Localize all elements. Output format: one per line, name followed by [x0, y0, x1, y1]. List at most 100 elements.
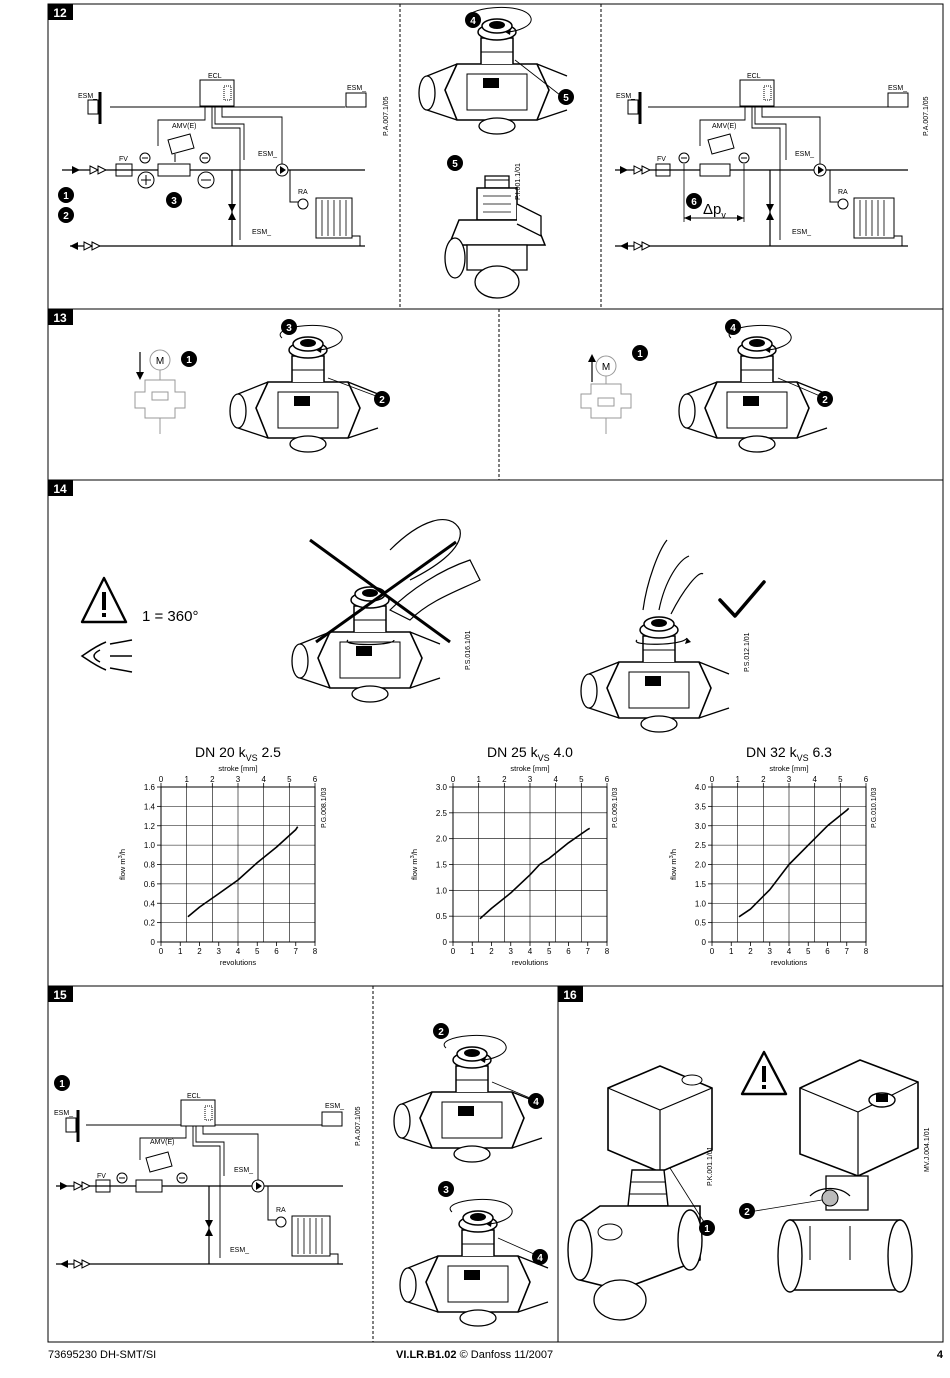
chart-title-value: 4.0	[550, 744, 574, 760]
x2-tick-label: 1	[184, 775, 189, 784]
doc-id: 73695230 DH-SMT/SI	[48, 1349, 157, 1361]
svg-text:3: 3	[171, 196, 177, 207]
x-tick-label: 0	[159, 947, 164, 956]
valve-illustration-13b	[678, 324, 828, 453]
y-tick-label: 0.4	[144, 899, 156, 908]
valve-illustration-14-right	[580, 539, 730, 733]
svg-text:ECL: ECL	[208, 73, 222, 80]
warning-icon	[80, 576, 128, 624]
callout-2-s15: 2	[433, 1023, 449, 1039]
x2-axis-label: stroke [mm]	[769, 764, 808, 773]
svg-text:M: M	[602, 362, 610, 373]
x2-tick-label: 3	[787, 775, 792, 784]
x2-tick-label: 5	[287, 775, 292, 784]
valve-illustration-12b	[444, 175, 547, 299]
delta-p-label: Δpv	[703, 201, 726, 220]
cross-mark-icon	[309, 538, 457, 644]
page-footer: 73695230 DH-SMT/SI VI.LR.B1.02 © Danfoss…	[48, 1349, 943, 1367]
callout-2-s16: 2	[739, 1199, 823, 1219]
svg-text:ESM_: ESM_	[325, 1103, 344, 1110]
y-tick-label: 0.2	[144, 919, 156, 928]
x2-tick-label: 3	[236, 775, 241, 784]
x-tick-label: 7	[586, 947, 591, 956]
x-tick-label: 0	[451, 947, 456, 956]
svg-text:1: 1	[63, 191, 69, 202]
x-tick-label: 2	[748, 947, 753, 956]
actuator-symbol-up: M	[580, 354, 632, 434]
drawing-code-s12-mid: P.I.001.1/01	[515, 163, 522, 200]
svg-text:FV: FV	[119, 156, 128, 163]
y-tick-label: 1.5	[436, 861, 448, 870]
callout-4-s15a: 4	[491, 1081, 544, 1109]
callout-1-s15: 1	[54, 1075, 70, 1091]
drawing-code-s12-left: P.A.007.1/05	[383, 96, 390, 136]
y-tick-label: 4.0	[695, 783, 707, 792]
svg-text:ESM_: ESM_	[230, 1247, 249, 1254]
svg-text:14: 14	[53, 482, 67, 496]
system-diagram-12-left: ESM_ ECL ESM_ AMV(E) FV ESM_ RA ESM_	[62, 73, 367, 251]
svg-text:FV: FV	[657, 156, 666, 163]
drawing-code-s16-left: P.K.001.1/01	[707, 1146, 714, 1186]
x2-tick-label: 4	[812, 775, 817, 784]
flow-curve	[738, 807, 850, 918]
x-tick-label: 2	[197, 947, 202, 956]
doc-code: VI.LR.B1.02 © Danfoss 11/2007	[396, 1349, 553, 1361]
flow-curve	[479, 827, 591, 920]
svg-text:2: 2	[379, 395, 385, 406]
system-diagram-15: ESM_ ECL ESM_ AMV(E) FV ESM_ RA ESM_	[54, 1093, 344, 1269]
chart-title-sub: VS	[246, 753, 258, 763]
svg-text:ESM_: ESM_	[616, 93, 635, 100]
page-number: 4	[936, 1349, 943, 1361]
svg-text:3: 3	[443, 1185, 449, 1196]
callout-2-s12: 2	[58, 207, 74, 223]
drawing-code-chart3: P.G.010.1/03	[871, 788, 878, 828]
svg-text:6: 6	[691, 197, 697, 208]
y-tick-label: 2.5	[436, 809, 448, 818]
svg-text:ECL: ECL	[747, 73, 761, 80]
actuator-mounted-valve-illustration	[567, 1065, 713, 1321]
svg-text:5: 5	[452, 159, 458, 170]
chart-title-value: 6.3	[809, 744, 833, 760]
y-tick-label: 0	[443, 938, 448, 947]
y-tick-label: 3.5	[695, 802, 707, 811]
callout-4-s15b: 4	[497, 1237, 548, 1265]
y-tick-label: 0	[151, 938, 156, 947]
svg-text:1: 1	[186, 355, 192, 366]
y-tick-label: 3.0	[695, 822, 707, 831]
y-tick-label: 2.0	[695, 861, 707, 870]
y-tick-label: 1.0	[144, 841, 156, 850]
x2-tick-label: 3	[528, 775, 533, 784]
x2-tick-label: 2	[502, 775, 507, 784]
callout-1-s13b: 1	[632, 345, 648, 361]
svg-text:2: 2	[438, 1027, 444, 1038]
x-tick-label: 0	[710, 947, 715, 956]
y-tick-label: 0.6	[144, 880, 156, 889]
x2-tick-label: 5	[579, 775, 584, 784]
doc-code-bold: VI.LR.B1.02	[396, 1349, 457, 1361]
svg-text:13: 13	[53, 311, 67, 325]
x-tick-label: 3	[217, 947, 222, 956]
chart-title: DN 32 kVS 6.3	[746, 744, 832, 763]
svg-text:ESM_: ESM_	[54, 1110, 73, 1117]
y-axis-label: flow m3/h	[669, 849, 678, 880]
callout-4-s12: 4	[465, 12, 481, 28]
check-mark-icon	[718, 580, 766, 618]
callout-5-s12a: 5	[514, 59, 574, 105]
x-tick-label: 6	[274, 947, 279, 956]
actuator-closeup-illustration	[777, 1059, 919, 1293]
section-tab-15: 15	[48, 986, 73, 1002]
x-tick-label: 7	[845, 947, 850, 956]
y-axis-label-tail: /h	[410, 849, 419, 855]
x-tick-label: 8	[864, 947, 869, 956]
callout-4-s13: 4	[725, 319, 741, 335]
x-tick-label: 4	[528, 947, 533, 956]
x-tick-label: 4	[787, 947, 792, 956]
svg-text:ESM_: ESM_	[888, 85, 907, 92]
y-tick-label: 3.0	[436, 783, 448, 792]
callout-2-s13a: 2	[327, 377, 390, 407]
x-tick-label: 7	[294, 947, 299, 956]
x2-tick-label: 4	[261, 775, 266, 784]
x2-tick-label: 2	[761, 775, 766, 784]
x-tick-label: 4	[236, 947, 241, 956]
